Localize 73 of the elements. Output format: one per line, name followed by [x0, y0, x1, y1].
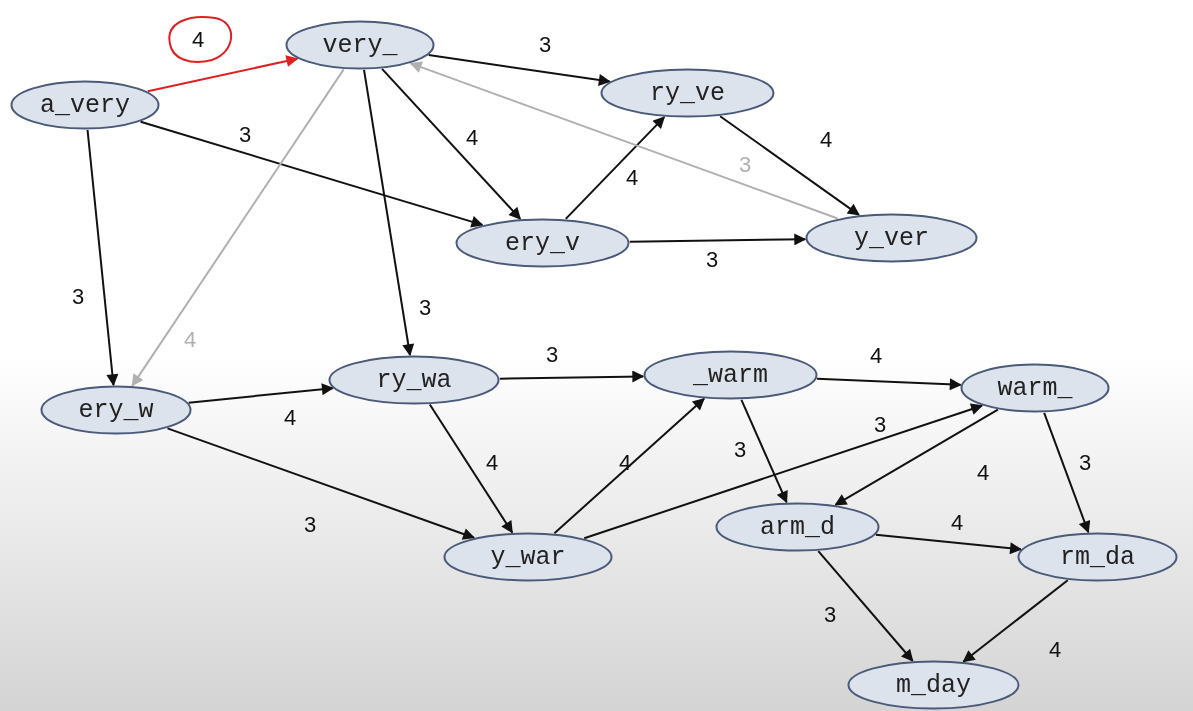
arrow — [817, 550, 914, 662]
node-label: ry_ve — [650, 78, 725, 108]
arrow — [381, 67, 522, 220]
node-ellipse — [443, 532, 613, 582]
edge-label: 4 — [283, 407, 297, 429]
arrow — [498, 370, 645, 383]
edge-label: 3 — [1078, 452, 1092, 474]
arrow — [564, 116, 666, 220]
arrow — [874, 533, 1023, 555]
node-ellipse — [1017, 532, 1178, 582]
arrow — [427, 54, 611, 86]
edge-label: 4 — [950, 512, 964, 534]
arrow — [86, 129, 119, 387]
arrow — [740, 398, 788, 504]
arrow — [146, 55, 299, 93]
edge-label: 3 — [705, 249, 719, 271]
arrow — [719, 115, 860, 216]
edge-label: 4 — [976, 462, 990, 484]
node-ellipse — [960, 363, 1110, 413]
node-label: rm_da — [1060, 542, 1135, 572]
arrow — [428, 403, 514, 534]
node-label: ery_v — [505, 228, 580, 258]
edge-label: 4 — [1048, 639, 1062, 661]
node-ellipse — [600, 68, 775, 118]
edge-label: 4 — [465, 127, 479, 149]
arrow — [1043, 411, 1091, 534]
node-ellipse — [328, 355, 500, 405]
edge-label: 3 — [873, 414, 887, 436]
edge-label: 3 — [545, 344, 559, 366]
edge-label: 3 — [238, 124, 252, 146]
node-ellipse — [40, 385, 192, 435]
node-ellipse — [805, 213, 978, 263]
edge-label: 3 — [538, 34, 552, 56]
node-label: ery_w — [78, 395, 154, 425]
edge-label: 3 — [303, 514, 317, 536]
node-ellipse — [643, 350, 818, 400]
node-label: y_war — [490, 542, 566, 572]
arrow — [834, 408, 999, 506]
arrow — [131, 68, 345, 387]
node-label: arm_d — [760, 512, 835, 542]
node-label: a_very — [40, 90, 130, 120]
edge-label: 4 — [485, 452, 499, 474]
edge-label: 4 — [183, 329, 197, 351]
edge-label: 3 — [733, 439, 747, 461]
node-label: m_day — [896, 670, 971, 700]
arrow — [187, 383, 334, 404]
edge-label: 4 — [625, 167, 639, 189]
edge-label: 3 — [823, 604, 837, 626]
edge-label: 4 — [869, 345, 883, 367]
arrow — [139, 120, 484, 228]
arrow — [166, 427, 476, 540]
edge-label: 4 — [191, 29, 205, 51]
edge-label: 3 — [418, 297, 432, 319]
node-ellipse — [455, 218, 630, 268]
edge-label: 3 — [71, 286, 85, 308]
node-label: _warm — [693, 360, 768, 390]
arrow — [816, 377, 962, 391]
node-label: very_ — [322, 30, 398, 60]
node-ellipse — [715, 502, 880, 552]
node-label: y_ver — [854, 223, 929, 253]
arrow — [409, 61, 839, 220]
edge-label: 4 — [819, 129, 833, 151]
arrow — [583, 403, 984, 540]
arrow — [363, 68, 415, 357]
arrow — [628, 233, 807, 246]
node-label: warm_ — [997, 373, 1073, 403]
node-ellipse — [10, 80, 160, 130]
node-ellipse — [847, 660, 1020, 710]
edge-label: 3 — [738, 154, 752, 176]
node-label: ry_wa — [376, 365, 452, 395]
arrow — [962, 579, 1069, 663]
arrow — [553, 397, 705, 535]
node-ellipse — [285, 20, 435, 70]
